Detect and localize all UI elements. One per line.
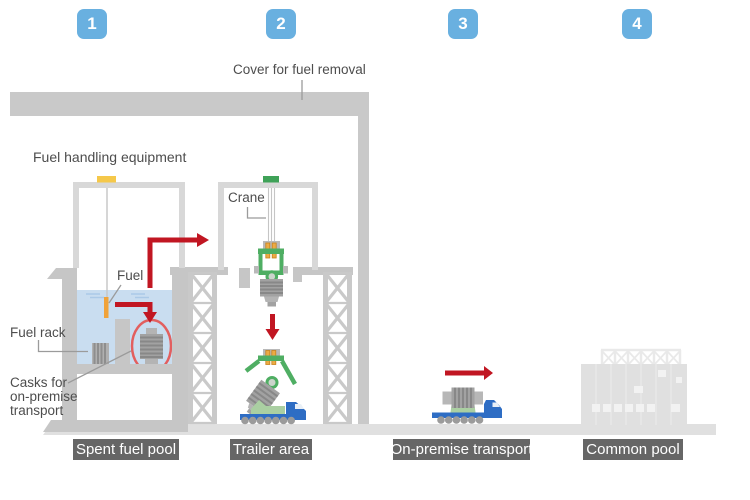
water-ripples	[86, 293, 149, 299]
label-cover: Cover for fuel removal	[233, 62, 366, 77]
fuel-assembly-icon	[104, 297, 109, 318]
step-badge-1: 1	[77, 9, 107, 39]
area-box-spent-fuel-pool: Spent fuel pool	[73, 439, 179, 460]
fuel-removal-cover	[10, 92, 369, 424]
step-badge-4: 4	[622, 9, 652, 39]
fuel-handling-equipment-frame	[73, 176, 185, 297]
leader-lines	[37, 80, 303, 384]
reactor-building-walls	[47, 267, 353, 420]
step-badge-3: 3	[448, 9, 478, 39]
step-badge-2: 2	[266, 9, 296, 39]
arrow-lower-cask	[265, 314, 280, 340]
crane-cables	[267, 188, 276, 242]
ground	[43, 424, 716, 435]
tilting-crane-hook-icon	[244, 349, 297, 389]
common-pool-building	[581, 364, 687, 425]
area-box-common-pool: Common pool	[583, 439, 683, 460]
trailer-truck-icon	[240, 400, 306, 425]
arrow-pool-to-crane	[147, 233, 209, 288]
leader-fuel-rack	[37, 340, 88, 353]
crane-frame	[218, 176, 318, 270]
label-crane: Crane	[228, 190, 265, 205]
flow-arrows	[115, 233, 493, 380]
crane-trolley-green	[263, 176, 279, 183]
pool-pillar	[115, 319, 130, 364]
lattice-tower-right	[323, 271, 352, 425]
leader-casks	[67, 350, 132, 384]
area-box-on-premise-transport: On-premise transport	[390, 439, 533, 460]
transport-truck-icon	[432, 387, 502, 424]
label-fuel-rack: Fuel rack	[10, 325, 66, 340]
label-casks: Casks for on-premise transport	[10, 376, 78, 418]
arrow-fuel-to-cask	[115, 302, 157, 323]
lattice-tower-left	[188, 271, 217, 425]
leader-fuel	[108, 284, 122, 304]
common-pool-roof-truss	[600, 348, 682, 366]
crane-hook-icon	[254, 241, 288, 283]
area-box-trailer-area: Trailer area	[230, 439, 312, 460]
leader-crane	[246, 207, 266, 219]
arrow-transport-right	[445, 366, 493, 380]
label-casks-line1: Casks for	[10, 375, 68, 390]
label-fuel-handling-equipment: Fuel handling equipment	[33, 149, 187, 165]
hanging-cask-icon	[260, 279, 283, 307]
label-casks-line2: on-premise	[10, 389, 78, 404]
cask-in-pool-icon	[140, 328, 163, 364]
fuel-rack-icon	[92, 343, 109, 364]
label-casks-line3: transport	[10, 403, 64, 418]
building-floor-slab	[43, 420, 188, 432]
trolley-yellow	[97, 176, 116, 183]
label-fuel: Fuel	[117, 268, 144, 283]
